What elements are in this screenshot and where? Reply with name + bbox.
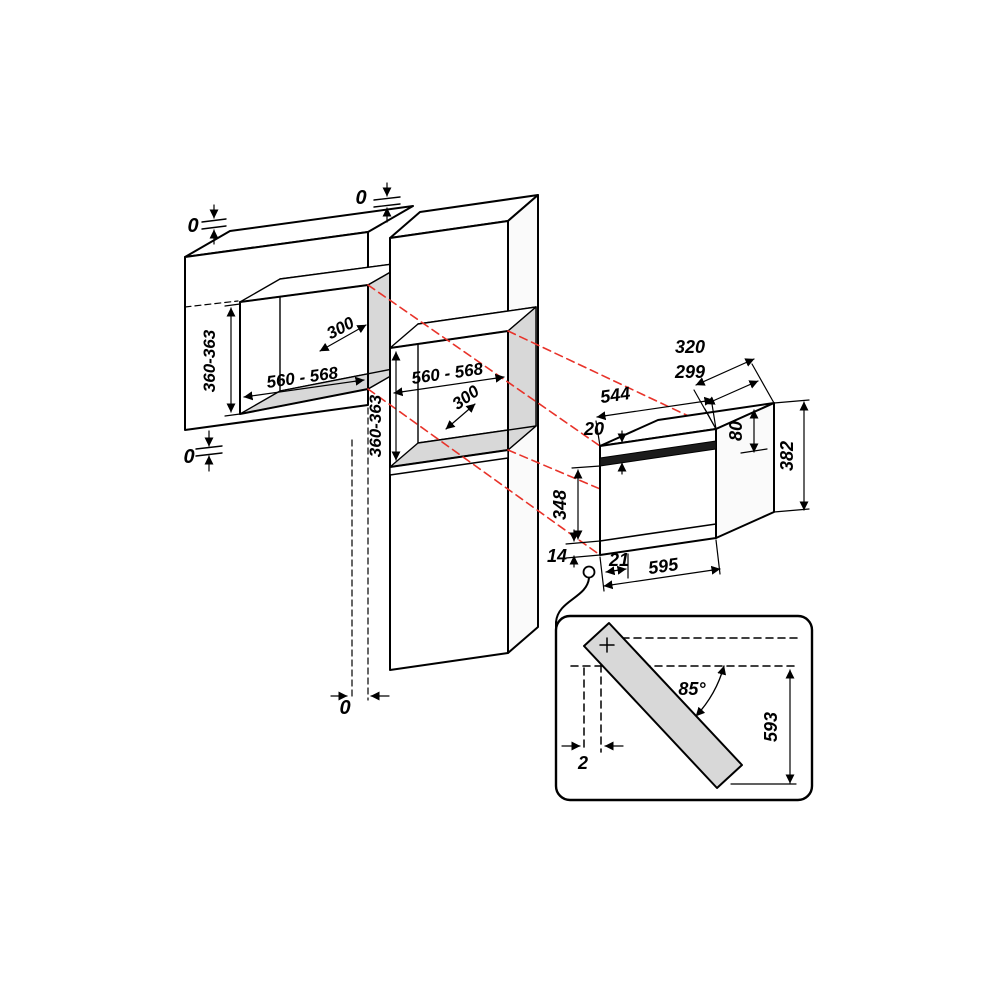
dim-tall-niche-height-label: 360-363 xyxy=(366,394,385,457)
dim-side-clearance-label: 2 xyxy=(577,753,588,773)
dim-door-projection: 593 xyxy=(730,669,797,785)
dim-oven-bottom-clearance-label: 14 xyxy=(547,546,567,566)
detail-reference-circle xyxy=(582,565,596,579)
dim-wall-gap-bottom: 0 xyxy=(183,430,223,472)
dim-wall-niche-height-label: 360-363 xyxy=(200,329,219,392)
dim-oven-top-clearance: 20 xyxy=(583,419,627,475)
open-door xyxy=(583,622,743,789)
projection-line-top-right xyxy=(507,330,717,430)
dim-tall-gap-bottom: 0 xyxy=(330,691,390,719)
dim-door-angle-label: 85° xyxy=(678,679,706,699)
dim-oven-height-total: 382 xyxy=(773,399,810,513)
dim-oven-rear-height-label: 80 xyxy=(726,421,746,441)
dim-wall-niche-height: 360-363 xyxy=(200,303,241,417)
oven xyxy=(599,402,775,556)
dim-oven-front-height-label: 348 xyxy=(550,490,570,520)
dim-tall-gap-top: 0 xyxy=(355,182,401,223)
projection-line-top-left xyxy=(367,284,601,447)
dim-oven-top-clearance-label: 20 xyxy=(583,419,604,439)
wall-cabinet-hidden-edge xyxy=(184,300,239,308)
dim-oven-depth-total-label: 320 xyxy=(675,337,705,357)
dim-wall-gap-top: 0 xyxy=(187,204,227,245)
dim-oven-bottom-clearance: 14 xyxy=(547,529,601,568)
detail-connector-line xyxy=(555,577,590,685)
dim-tall-niche-height: 360-363 xyxy=(366,351,401,461)
dim-wall-gap-bottom-label: 0 xyxy=(183,446,194,468)
dim-wall-gap-top-label: 0 xyxy=(187,215,198,237)
dim-oven-width-body-label: 544 xyxy=(599,383,632,407)
dim-oven-bottom-offset-label: 21 xyxy=(608,550,629,570)
dim-door-projection-label: 593 xyxy=(761,712,781,742)
dim-oven-width-body: 544 xyxy=(595,383,717,447)
dim-oven-width-front: 595 xyxy=(599,539,721,592)
dim-side-clearance: 2 xyxy=(561,741,624,773)
dim-oven-rear-height: 80 xyxy=(726,409,768,454)
oven-door-bottom-edge xyxy=(599,523,717,542)
oven-handle xyxy=(599,440,717,467)
dim-tall-gap-bottom-label: 0 xyxy=(339,697,350,719)
dim-tall-gap-top-label: 0 xyxy=(355,187,366,209)
dim-oven-depth-body-label: 299 xyxy=(674,362,705,382)
dim-oven-width-front-label: 595 xyxy=(647,554,681,578)
dim-oven-bottom-offset: 21 xyxy=(605,550,629,579)
dim-oven-height-total-label: 382 xyxy=(777,441,797,471)
dim-oven-front-height: 348 xyxy=(550,465,601,545)
hinge-cross-icon xyxy=(599,637,615,653)
projection-line-bottom-left xyxy=(367,388,601,556)
door-detail-inset: 85° 593 2 xyxy=(554,577,814,802)
angle-arc xyxy=(695,665,727,717)
